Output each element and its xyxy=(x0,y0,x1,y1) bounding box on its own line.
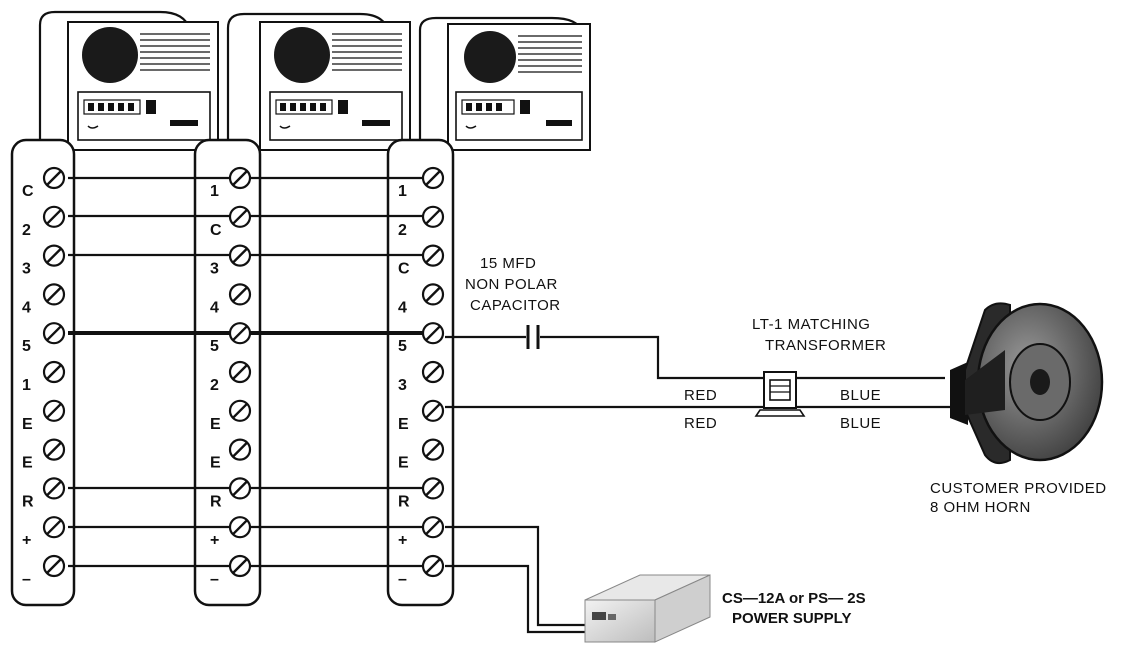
terminal-label: R xyxy=(210,493,222,510)
terminal-label: + xyxy=(210,532,219,549)
terminal-screw xyxy=(228,360,252,384)
terminal-screw xyxy=(228,438,252,461)
power-supply-label-line2: POWER SUPPLY xyxy=(732,610,851,627)
horn-label-line2: 8 OHM HORN xyxy=(930,499,1031,516)
terminal-label: R xyxy=(398,493,410,510)
terminal-label: 3 xyxy=(398,377,407,394)
terminal-screw xyxy=(228,244,252,267)
wire-label-blue-top: BLUE xyxy=(840,387,881,404)
terminal-label: 1 xyxy=(210,183,219,200)
terminal-label: E xyxy=(210,416,221,433)
terminal-screw xyxy=(421,166,445,190)
terminal-label: 5 xyxy=(210,338,219,355)
terminal-label: 4 xyxy=(398,299,407,316)
speaker-grille xyxy=(82,27,138,83)
terminal-label: 3 xyxy=(210,261,219,278)
wire-label-red-bottom: RED xyxy=(684,415,717,432)
terminal-label: E xyxy=(22,416,33,433)
capacitor-circuit xyxy=(445,325,770,380)
terminal-label: + xyxy=(398,532,407,549)
terminal-screw xyxy=(421,205,445,228)
terminal-screw xyxy=(42,516,66,539)
terminal-screw xyxy=(421,244,445,267)
terminal-screw xyxy=(228,166,252,190)
terminal-screw xyxy=(421,322,445,345)
speaker-grille xyxy=(464,31,516,83)
terminal-screw xyxy=(421,516,445,539)
power-wires xyxy=(445,525,601,634)
terminal-label: – xyxy=(398,571,407,588)
terminal-label: C xyxy=(398,261,410,278)
terminal-label: 5 xyxy=(22,338,31,355)
terminal-label: 2 xyxy=(22,222,31,239)
terminal-screw xyxy=(42,322,66,345)
capacitor-label-line1: 15 MFD xyxy=(480,255,536,272)
terminal-screw xyxy=(42,554,66,578)
terminal-label: 2 xyxy=(398,222,407,239)
terminal-label: E xyxy=(398,455,409,472)
terminal-label: 4 xyxy=(210,299,219,316)
terminal-screw xyxy=(228,554,252,578)
terminal-label: – xyxy=(210,571,219,588)
terminal-screw xyxy=(421,438,445,461)
terminal-label: 5 xyxy=(398,338,407,355)
terminal-label: E xyxy=(210,455,221,472)
terminal-screw xyxy=(42,244,66,267)
terminal-screw xyxy=(228,205,252,228)
terminal-label: C xyxy=(210,222,222,239)
terminal-screw xyxy=(421,360,445,384)
terminal-screw xyxy=(42,205,66,228)
terminal-screw xyxy=(421,283,445,306)
terminal-screw xyxy=(228,516,252,539)
terminal-label: 1 xyxy=(22,377,31,394)
power-supply-icon xyxy=(584,574,711,643)
terminal-label: E xyxy=(398,416,409,433)
terminal-screw xyxy=(42,283,66,306)
terminal-screw xyxy=(42,477,66,500)
speaker-grille xyxy=(274,27,330,83)
terminal-label: C xyxy=(22,183,34,200)
intercom-station-3 xyxy=(418,16,591,151)
transformer-label-line1: LT-1 MATCHING xyxy=(752,316,870,333)
terminal-label: 4 xyxy=(22,299,31,316)
power-supply-label-line1: CS—12A or PS— 2S xyxy=(722,590,866,607)
terminal-label: E xyxy=(22,455,33,472)
terminal-screw xyxy=(42,438,66,461)
capacitor-label-line3: CAPACITOR xyxy=(470,297,561,314)
terminal-screw xyxy=(228,283,252,306)
terminal-screw xyxy=(42,166,66,190)
horn-label-line1: CUSTOMER PROVIDED xyxy=(930,480,1107,497)
capacitor-label-line2: NON POLAR xyxy=(465,276,558,293)
wire-label-red-top: RED xyxy=(684,387,717,404)
terminal-screw xyxy=(228,399,252,422)
terminal-screw xyxy=(42,399,66,422)
terminal-label: 3 xyxy=(22,261,31,278)
terminal-label: + xyxy=(22,532,31,549)
intercom-station-1 xyxy=(38,10,219,151)
terminal-screw xyxy=(228,322,252,345)
terminal-label: 1 xyxy=(398,183,407,200)
transformer-icon xyxy=(754,371,806,417)
terminal-screw xyxy=(421,399,445,422)
terminal-screw xyxy=(421,554,445,578)
horn-speaker-icon xyxy=(950,302,1104,465)
terminal-screw xyxy=(421,477,445,500)
intercom-station-2 xyxy=(226,12,411,151)
terminal-label: – xyxy=(22,571,31,588)
terminal-label: 2 xyxy=(210,377,219,394)
terminal-screw xyxy=(228,477,252,500)
terminal-screw xyxy=(42,360,66,384)
wire-label-blue-bottom: BLUE xyxy=(840,415,881,432)
terminal-label: R xyxy=(22,493,34,510)
transformer-label-line2: TRANSFORMER xyxy=(765,337,886,354)
